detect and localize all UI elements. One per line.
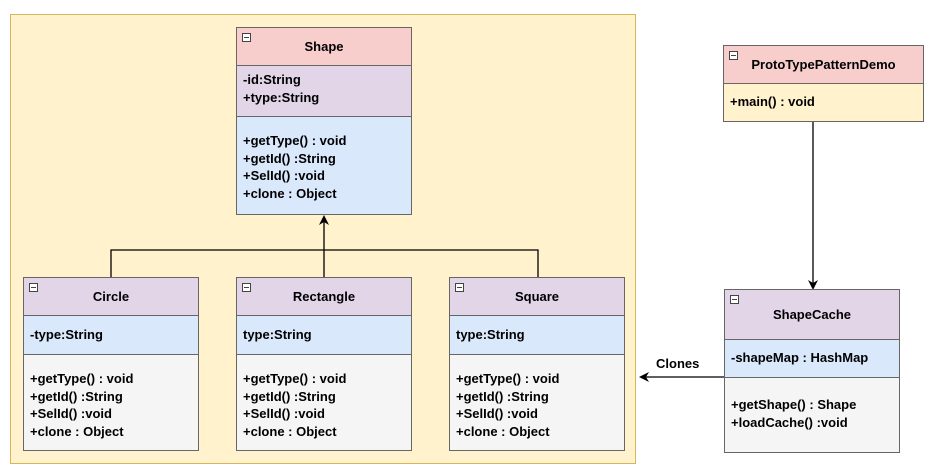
field: type:String [243, 327, 312, 342]
method: +SelId() :void [456, 406, 538, 421]
class-rectangle[interactable]: Rectangle type:String +getType() : void … [236, 277, 412, 451]
class-demo-header: ProtoTypePatternDemo [724, 46, 923, 84]
method: +clone : Object [243, 185, 337, 201]
class-fields: -id:String +type:String [237, 66, 411, 116]
class-shape-cache[interactable]: ShapeCache -shapeMap : HashMap +getShape… [724, 289, 900, 453]
class-prototype-pattern-demo[interactable]: ProtoTypePatternDemo +main() : void [723, 45, 924, 122]
class-fields: -shapeMap : HashMap [725, 340, 899, 377]
field: type:String [456, 327, 525, 342]
class-methods: +getType() : void +getId() :String +SelI… [237, 116, 411, 214]
method: +getShape() : Shape [731, 397, 857, 412]
class-name: Shape [304, 39, 344, 54]
collapse-icon[interactable] [242, 283, 251, 292]
field: +type:String [243, 89, 320, 105]
method: +SelId() :void [243, 406, 325, 421]
clones-label: Clones [654, 356, 702, 371]
collapse-icon[interactable] [29, 283, 38, 292]
method: +clone : Object [30, 423, 124, 439]
class-name: Square [514, 289, 560, 304]
class-name: ShapeCache [772, 307, 852, 322]
class-square-header: Square [450, 278, 624, 316]
method: +getType() : void [456, 371, 560, 386]
method: +clone : Object [243, 423, 337, 439]
method: +clone : Object [456, 423, 550, 439]
method: +getType() : void [243, 133, 347, 148]
class-name: Circle [92, 289, 130, 304]
class-fields: type:String [237, 316, 411, 354]
class-shape-cache-header: ShapeCache [725, 290, 899, 340]
class-circle[interactable]: Circle -type:String +getType() : void +g… [23, 277, 199, 451]
class-circle-header: Circle [24, 278, 198, 316]
class-fields: -type:String [24, 316, 198, 354]
class-square[interactable]: Square type:String +getType() : void +ge… [449, 277, 625, 451]
method: +getId() :String [456, 388, 549, 404]
class-shape[interactable]: Shape -id:String +type:String +getType()… [236, 27, 412, 215]
class-shape-header: Shape [237, 28, 411, 66]
field: -id:String [243, 72, 301, 87]
class-rectangle-header: Rectangle [237, 278, 411, 316]
collapse-icon[interactable] [455, 283, 464, 292]
method: +getId() :String [30, 388, 123, 404]
method: +getType() : void [30, 371, 134, 386]
class-methods: +getShape() : Shape +loadCache() :void [725, 377, 899, 452]
collapse-icon[interactable] [730, 295, 739, 304]
class-methods: +getType() : void +getId() :String +SelI… [24, 354, 198, 450]
collapse-icon[interactable] [242, 33, 251, 42]
method: +getType() : void [243, 371, 347, 386]
method: +loadCache() :void [731, 414, 848, 430]
collapse-icon[interactable] [729, 51, 738, 60]
field: -type:String [30, 327, 103, 342]
field: -shapeMap : HashMap [731, 350, 869, 365]
method: +SelId() :void [30, 406, 112, 421]
class-name: ProtoTypePatternDemo [751, 57, 896, 72]
method: +SelId() :void [243, 168, 325, 183]
class-fields: type:String [450, 316, 624, 354]
method: +getId() :String [243, 150, 336, 166]
class-methods: +getType() : void +getId() :String +SelI… [237, 354, 411, 450]
class-methods: +main() : void [724, 84, 923, 121]
method: +getId() :String [243, 388, 336, 404]
class-name: Rectangle [292, 289, 356, 304]
method: +main() : void [730, 94, 815, 109]
class-methods: +getType() : void +getId() :String +SelI… [450, 354, 624, 450]
